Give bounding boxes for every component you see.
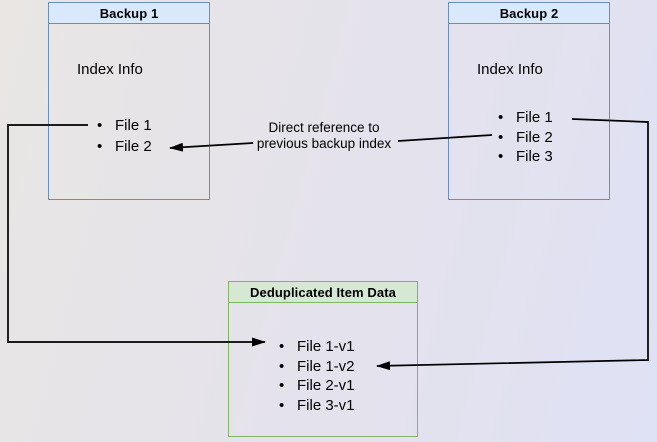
backup2-file-list: File 1File 2File 3 bbox=[498, 108, 553, 167]
file-item: File 2 bbox=[97, 136, 152, 157]
file-item: File 3-v1 bbox=[279, 396, 355, 416]
dedup-title: Deduplicated Item Data bbox=[229, 282, 417, 303]
backup1-file-list: File 1File 2 bbox=[97, 115, 152, 157]
backup2-box: Backup 2 Index Info File 1File 2File 3 bbox=[448, 2, 610, 200]
file-item: File 1-v1 bbox=[279, 337, 355, 357]
file-item: File 1 bbox=[498, 108, 553, 128]
file-item: File 1 bbox=[97, 115, 152, 136]
backup1-title: Backup 1 bbox=[49, 3, 209, 24]
backup2-title: Backup 2 bbox=[449, 3, 609, 24]
file-item: File 2-v1 bbox=[279, 376, 355, 396]
annotation-line2: previous backup index bbox=[256, 136, 392, 151]
backup1-subtitle: Index Info bbox=[77, 61, 143, 78]
annotation-label: Direct reference to previous backup inde… bbox=[240, 120, 408, 152]
file-item: File 3 bbox=[498, 147, 553, 167]
dedup-box: Deduplicated Item Data File 1-v1File 1-v… bbox=[228, 281, 418, 437]
dedup-file-list: File 1-v1File 1-v2File 2-v1File 3-v1 bbox=[279, 337, 355, 415]
file-item: File 1-v2 bbox=[279, 357, 355, 377]
backup2-subtitle: Index Info bbox=[477, 61, 543, 78]
file-item: File 2 bbox=[498, 128, 553, 148]
backup1-box: Backup 1 Index Info File 1File 2 bbox=[48, 2, 210, 200]
annotation-line1: Direct reference to bbox=[268, 120, 380, 135]
